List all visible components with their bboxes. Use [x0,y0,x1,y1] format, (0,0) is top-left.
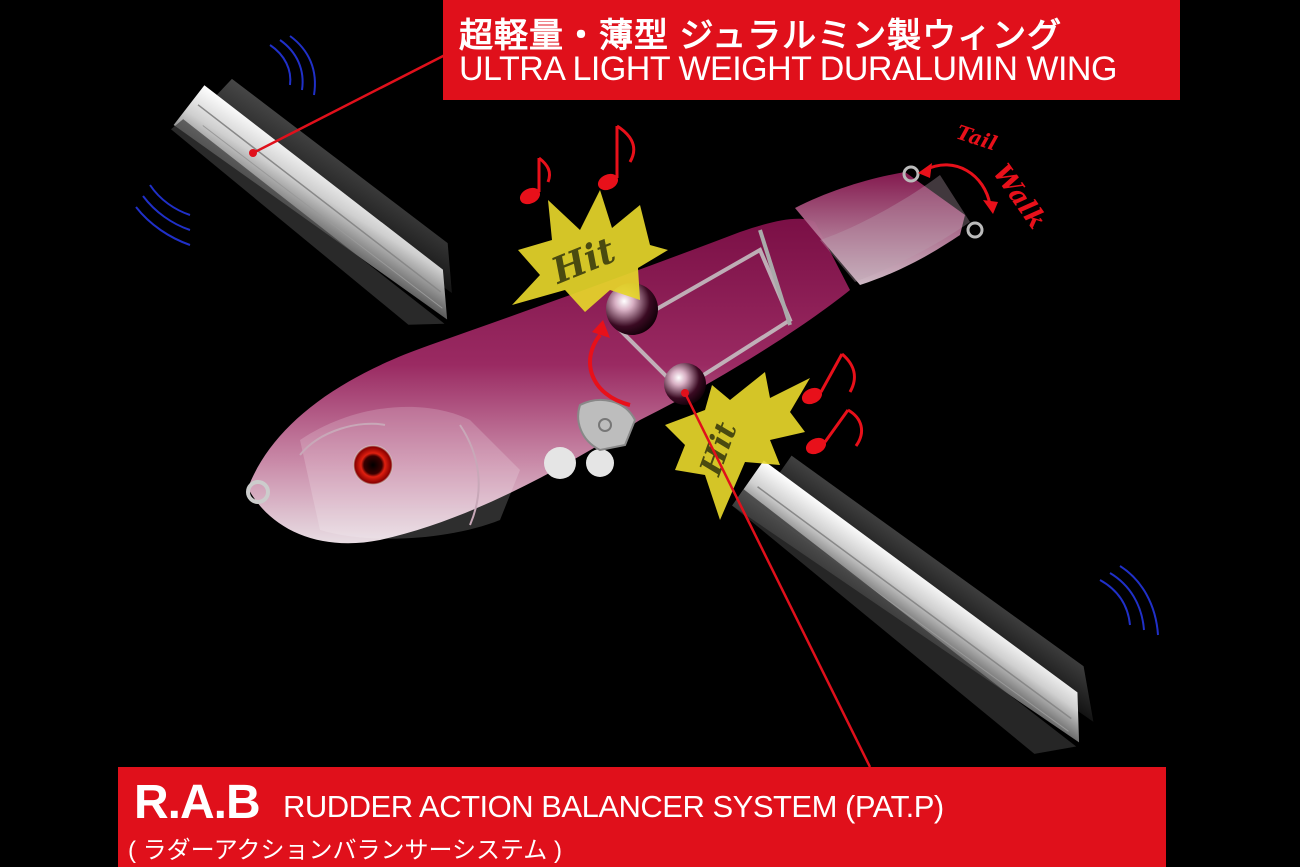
upper-ball [606,283,658,335]
hit-burst-upper: Hit [512,190,668,312]
lower-wing [732,455,1094,754]
rab-callout-en: RUDDER ACTION BALANCER SYSTEM (PAT.P) [283,789,944,824]
callout-dot-icon [249,149,257,157]
music-note-icon [519,156,552,205]
callout-lines [249,53,872,768]
tail-walk-line1: Tail [953,120,1000,156]
rab-callout-jp: ( ラダーアクションバランサーシステム ) [128,837,562,864]
lure-body [246,165,984,544]
wing-callout-en: ULTRA LIGHT WEIGHT DURALUMIN WING [459,50,1117,88]
wing-callout-line [252,53,446,155]
music-note-icon [801,352,856,405]
lower-ball [664,363,706,405]
upper-wing [170,78,452,325]
wing-callout-jp: 超軽量・薄型 ジュラルミン製ウィング [459,17,1063,55]
tail-walk-line2: Walk [986,159,1052,235]
wing-callout-banner: 超軽量・薄型 ジュラルミン製ウィング ULTRA LIGHT WEIGHT DU… [443,0,1180,100]
ball-motion-arrow [588,333,631,407]
hit-burst-icon [665,372,810,520]
music-note-icon [597,124,636,191]
music-note-icon [805,408,864,455]
music-notes [519,124,864,455]
rab-callout-line [683,392,872,768]
callout-dot-icon [681,389,689,397]
eye [353,445,393,485]
rab-callout-banner: R.A.B RUDDER ACTION BALANCER SYSTEM (PAT… [118,767,1166,867]
balancer-balls [588,283,706,407]
vibration-icon [135,35,1159,636]
hit-burst-icon [512,190,668,312]
rab-callout-code: R.A.B [134,776,261,829]
